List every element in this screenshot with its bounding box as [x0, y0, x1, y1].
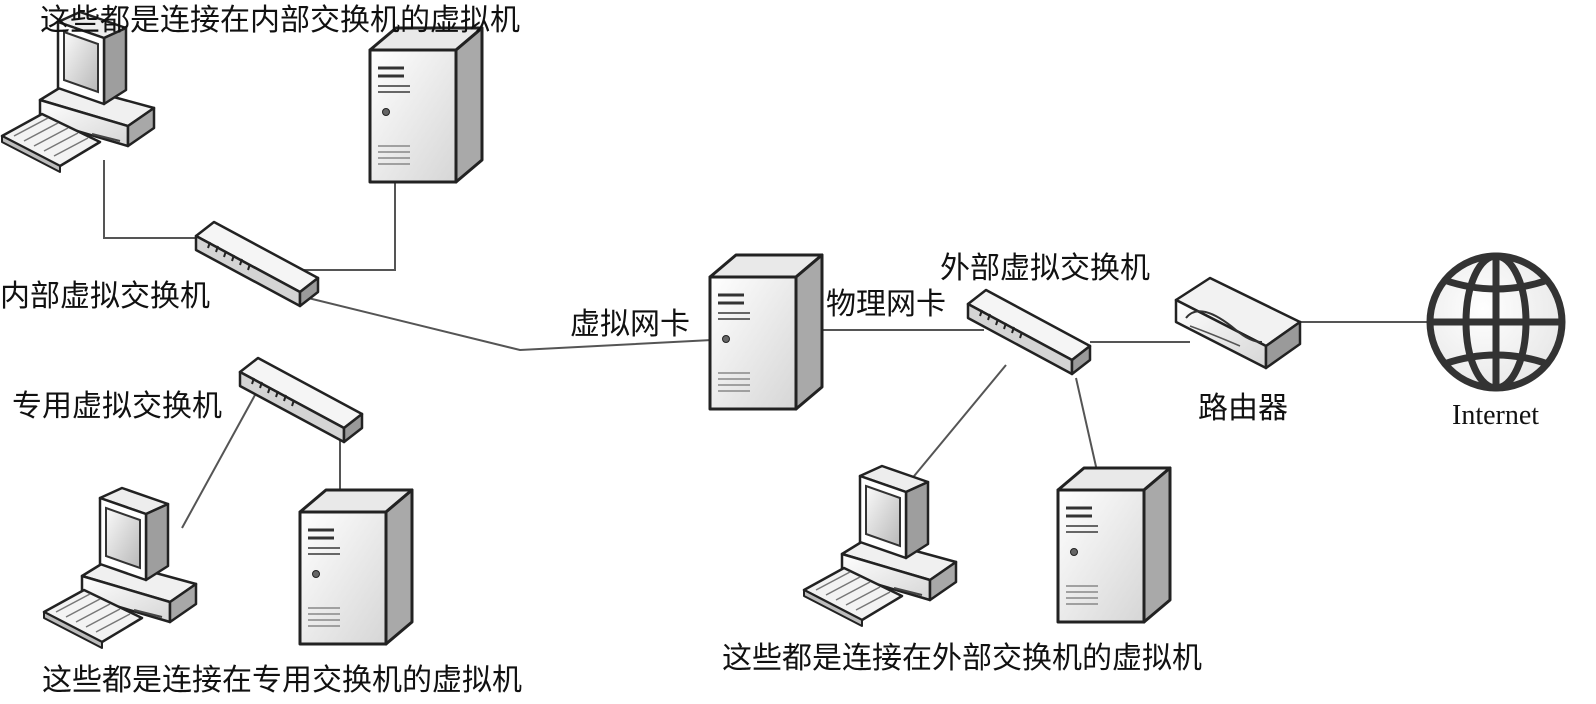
host-server-icon [708, 253, 824, 411]
internal-vm-server-icon [368, 26, 484, 184]
internet-label: Internet [1452, 400, 1539, 431]
internet-globe-icon [1426, 252, 1566, 392]
external-switch-label: 外部虚拟交换机 [940, 251, 1150, 286]
internal-switch-icon [194, 220, 320, 308]
link-internal-server-to-internal-switch [302, 182, 396, 271]
private-vm-computer-icon [42, 486, 198, 650]
link-internal-pc-to-internal-switch [103, 160, 226, 239]
router-icon [1174, 276, 1302, 370]
private-switch-icon [238, 356, 364, 444]
private-switch-label: 专用虚拟交换机 [12, 389, 222, 424]
link-internal-switch-to-host [299, 295, 713, 352]
external-vm-computer-icon [802, 464, 958, 628]
physical-nic-label: 物理网卡 [826, 287, 946, 322]
link-private-switch-to-private-pc [181, 394, 256, 529]
private-vm-server-icon [298, 488, 414, 646]
virtual-nic-label: 虚拟网卡 [570, 307, 690, 342]
link-external-switch-to-external-pc [904, 364, 1007, 488]
internal-vms-caption: 这些都是连接在内部交换机的虚拟机 [40, 3, 520, 38]
router-label: 路由器 [1198, 391, 1288, 426]
external-switch-icon [966, 288, 1092, 376]
external-vms-caption: 这些都是连接在外部交换机的虚拟机 [722, 641, 1202, 676]
external-vm-server-icon [1056, 466, 1172, 624]
internal-switch-label: 内部虚拟交换机 [0, 279, 210, 314]
private-vms-caption: 这些都是连接在专用交换机的虚拟机 [42, 663, 522, 698]
